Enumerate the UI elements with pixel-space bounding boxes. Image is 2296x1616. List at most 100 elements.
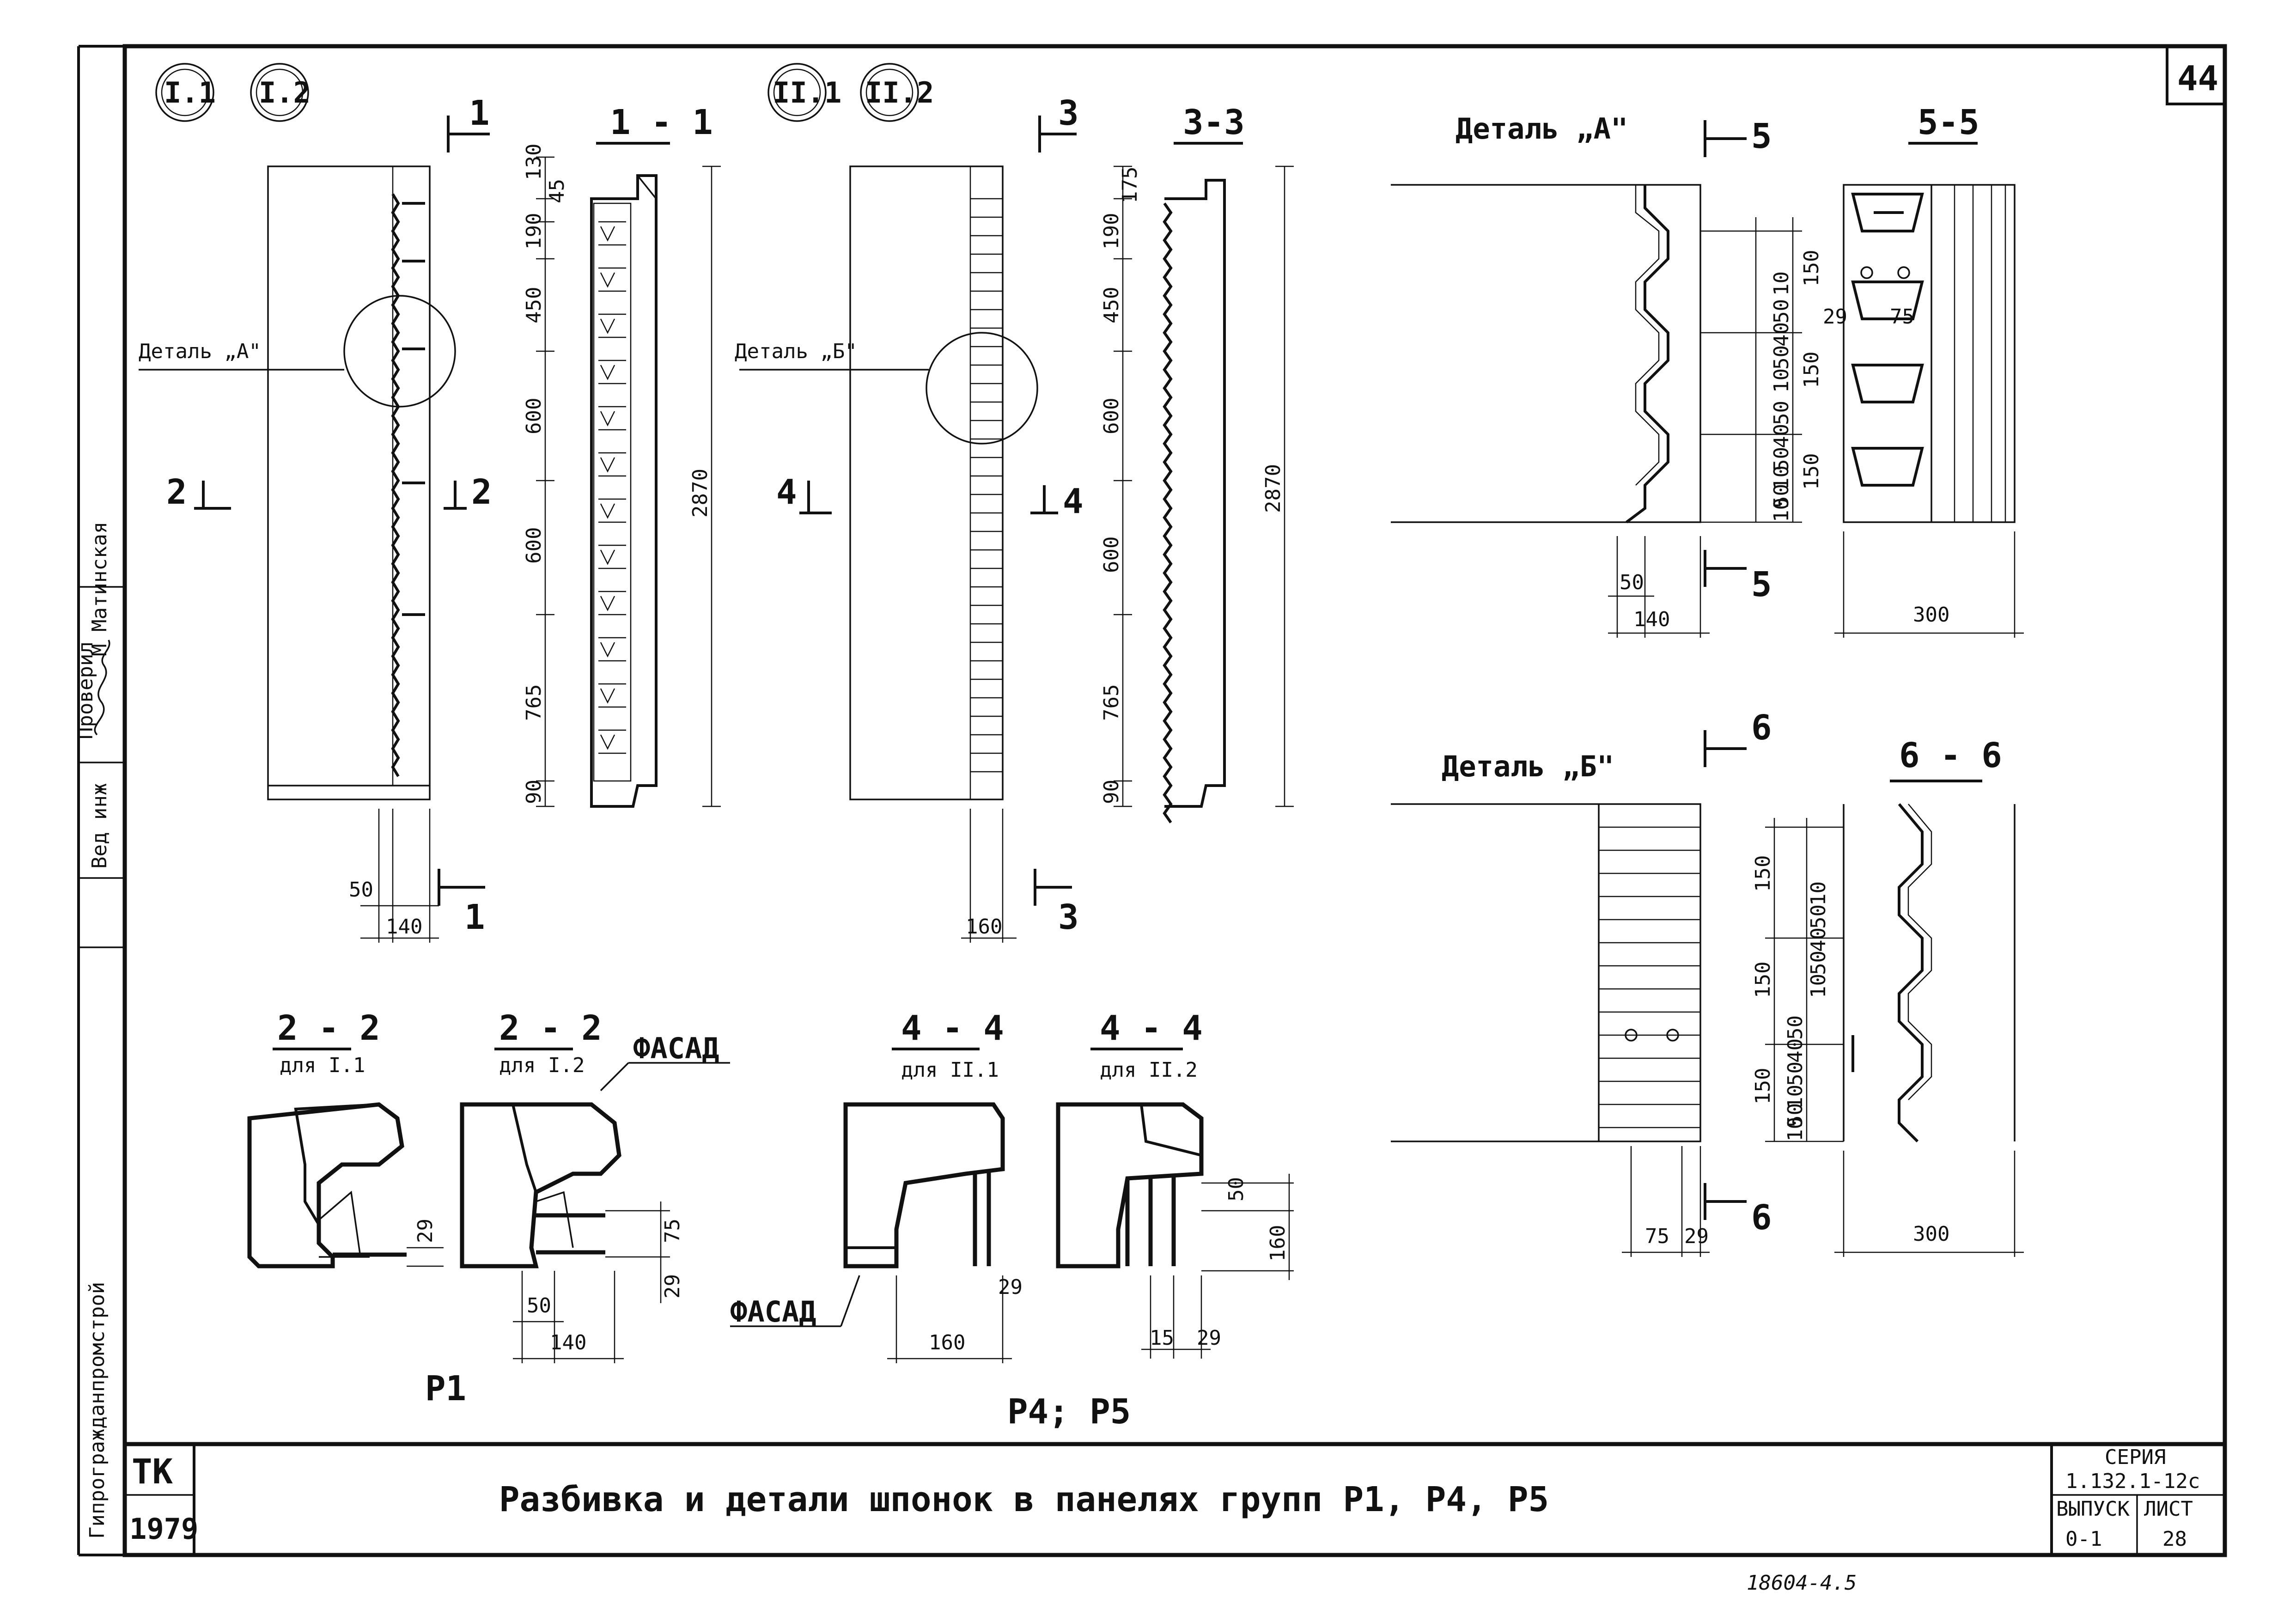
detail-a-dim-50a: 50 <box>1770 299 1793 323</box>
section-4-4-b-title: 4 - 4 <box>1100 1008 1203 1048</box>
mark-i2: I.2 <box>259 76 311 110</box>
detail-b-callout: Деталь „Б" <box>735 340 857 363</box>
section-4-4-a-sub: для II.1 <box>901 1058 999 1082</box>
cut-1-top: 1 <box>469 93 490 133</box>
dim-765-mid: 765 <box>1100 684 1123 721</box>
detail-b-cut-top: 6 <box>1751 708 1772 748</box>
detail-a-dim-50e: 50 <box>1770 484 1793 508</box>
section-3-3-keys <box>1163 202 1173 823</box>
section-2-2-a-shape <box>247 1102 404 1268</box>
dim-90: 90 <box>522 780 546 804</box>
section-2-2-b-dim-140: 140 <box>550 1331 586 1354</box>
group-label-p45: Р4; Р5 <box>1007 1392 1131 1432</box>
detail-a-dim-10d: 10 <box>1770 498 1793 522</box>
detail-b-dim-40a: 40 <box>1807 927 1830 952</box>
section-3-3-outline <box>1164 179 1226 808</box>
section-1-1-keys <box>593 202 632 782</box>
issue-value: 0-1 <box>2065 1527 2102 1551</box>
mark-ii1: II.1 <box>773 76 841 110</box>
cut-4-right: 4 <box>1063 482 1084 521</box>
titleblock-role-top: Проверил <box>74 641 97 739</box>
detail-b: Деталь „Б" 6 6 75 29 6 - 6 150 150 150 <box>1391 708 2024 1257</box>
inventory-number: 18604-4.5 <box>1747 1571 1857 1595</box>
detail-a-cut-top: 5 <box>1751 116 1772 156</box>
detail-b-title: Деталь „Б" <box>1442 750 1614 783</box>
sheet-number: 44 <box>2177 59 2218 98</box>
key-profile-left <box>391 193 400 777</box>
dim-90-mid: 90 <box>1100 780 1123 804</box>
detail-a-dim-140-bottom: 140 <box>1633 608 1670 631</box>
mid-group: II.1 II.2 Деталь „Б" 3 3 4 4 160 3-3 175 <box>735 63 1294 943</box>
titleblock-role-checked: Вед инж <box>88 783 111 869</box>
section-6-6-key-profile <box>1898 803 1924 1143</box>
detail-a-dim-10c: 10 <box>1770 465 1793 490</box>
cut-2-right: 2 <box>471 472 492 512</box>
detail-b-dim-10d: 10 <box>1784 1117 1807 1141</box>
sheet-title: Разбивка и детали шпонок в панелях групп… <box>499 1480 1549 1519</box>
detail-a-circle <box>343 295 456 408</box>
section-2-2-a-dim-29: 29 <box>414 1219 437 1243</box>
dim-140-left: 140 <box>386 915 422 939</box>
mark-circle-i2 <box>250 63 309 122</box>
section-4-4-a-shape <box>843 1102 1005 1268</box>
section-4-4-a-dim-160: 160 <box>929 1331 965 1354</box>
detail-b-dim-150a: 150 <box>1751 855 1775 892</box>
section-5-5-dim-29: 29 <box>1823 305 1847 329</box>
section-4-4-b-dim-160: 160 <box>1266 1225 1290 1262</box>
sections-p45: 4 - 4 для II.1 29 ФАСАД 160 4 - 4 для II… <box>730 1008 1294 1432</box>
series-code: 1.132.1-12с <box>2065 1470 2200 1493</box>
dim-450: 450 <box>522 287 546 323</box>
dim-175: 175 <box>1118 167 1142 203</box>
dim-600b-mid: 600 <box>1100 537 1123 573</box>
series-label: СЕРИЯ <box>2105 1445 2166 1469</box>
left-group: I.1 I.2 Деталь „А" 1 1 2 2 <box>139 63 721 943</box>
section-6-6-title: 6 - 6 <box>1899 736 2002 775</box>
detail-b-dim-40b: 40 <box>1784 1038 1807 1063</box>
detail-a-dim-50d: 50 <box>1770 447 1793 471</box>
section-2-2-b-dim-29: 29 <box>661 1274 684 1299</box>
section-2-2-b-dim-50: 50 <box>527 1294 551 1317</box>
dim-190: 190 <box>522 213 546 250</box>
org-year: 1979 <box>129 1512 198 1546</box>
dim-600b: 600 <box>522 527 546 564</box>
section-4-4-b-shape <box>1056 1102 1204 1268</box>
section-2-2-b-shape <box>460 1102 621 1268</box>
section-5-5-title: 5-5 <box>1918 103 1979 142</box>
detail-a-callout: Деталь „А" <box>139 340 261 363</box>
detail-b-dim-50d: 50 <box>1784 1061 1807 1086</box>
section-2-2-a-sub: для I.1 <box>280 1054 365 1077</box>
dim-130: 130 <box>522 144 546 180</box>
section-4-4-b-sub: для II.2 <box>1100 1058 1198 1082</box>
detail-a-dim-50b: 50 <box>1770 345 1793 370</box>
dim-600a-mid: 600 <box>1100 398 1123 434</box>
dim-50-left: 50 <box>349 878 373 902</box>
section-5-5-dim-300: 300 <box>1913 603 1949 627</box>
detail-a-key-profile <box>1626 185 1669 524</box>
section-4-4-b-dim-29: 29 <box>1197 1326 1221 1350</box>
org-code: ТК <box>132 1452 173 1492</box>
dim-160-mid: 160 <box>966 915 1002 939</box>
key-rungs-mid <box>970 198 1003 773</box>
mark-circle-ii2 <box>860 63 919 122</box>
cut-4-left: 4 <box>776 472 797 512</box>
detail-b-circle <box>926 332 1038 445</box>
dim-2870-mid: 2870 <box>1261 464 1285 513</box>
detail-b-dim-50c: 50 <box>1784 1015 1807 1040</box>
detail-b-dim-10c: 10 <box>1784 1085 1807 1109</box>
detail-b-dim-50a: 50 <box>1807 904 1830 929</box>
cut-3-bottom: 3 <box>1058 897 1079 937</box>
detail-b-dim-75: 75 <box>1645 1225 1669 1248</box>
sheet-no-label: ЛИСТ <box>2144 1497 2193 1521</box>
detail-a-cut-bottom: 5 <box>1751 565 1772 604</box>
detail-b-dim-150c: 150 <box>1751 1068 1775 1104</box>
detail-b-dim-150b: 150 <box>1751 962 1775 998</box>
section-4-4-b-dim-15: 15 <box>1150 1326 1174 1350</box>
cut-1-bottom: 1 <box>464 897 485 937</box>
dim-765: 765 <box>522 684 546 721</box>
detail-a-dim-150a: 150 <box>1800 250 1823 287</box>
section-2-2-b-sub: для I.2 <box>499 1054 585 1077</box>
issue-label: ВЫПУСК <box>2056 1497 2130 1521</box>
detail-b-dim-10b: 10 <box>1807 974 1830 998</box>
facade-label-p1: ФАСАД <box>633 1031 719 1065</box>
